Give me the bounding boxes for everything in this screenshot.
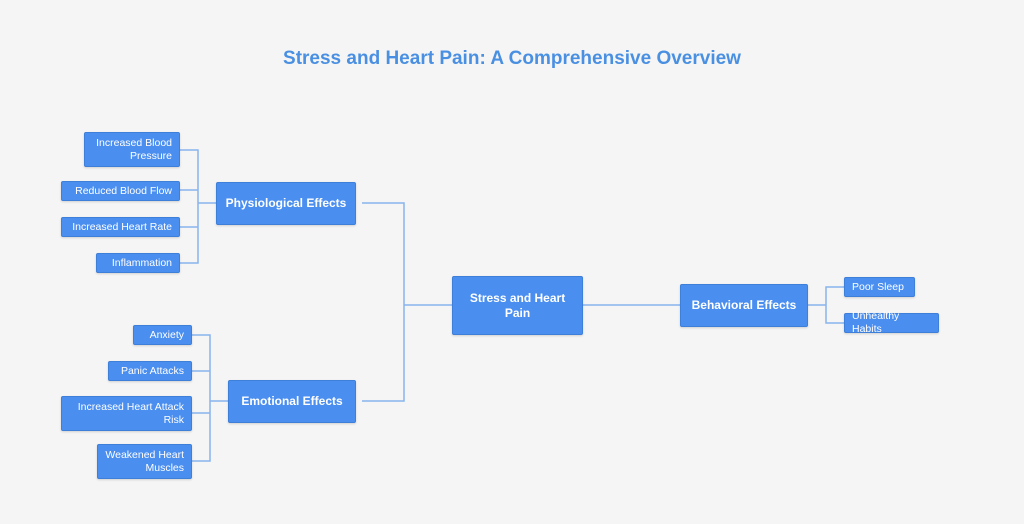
leaf-inflammation: Inflammation — [96, 253, 180, 273]
leaf-increased-heart-rate: Increased Heart Rate — [61, 217, 180, 237]
node-physiological-effects: Physiological Effects — [216, 182, 356, 225]
leaf-panic-attacks: Panic Attacks — [108, 361, 192, 381]
leaf-weakened-heart-muscles: Weakened Heart Muscles — [97, 444, 192, 479]
node-behavioral-effects: Behavioral Effects — [680, 284, 808, 327]
leaf-anxiety: Anxiety — [133, 325, 192, 345]
leaf-reduced-blood-flow: Reduced Blood Flow — [61, 181, 180, 201]
node-emotional-effects: Emotional Effects — [228, 380, 356, 423]
leaf-unhealthy-habits: Unhealthy Habits — [844, 310, 939, 335]
leaf-increased-heart-attack-risk: Increased Heart Attack Risk — [61, 396, 192, 431]
diagram-title: Stress and Heart Pain: A Comprehensive O… — [283, 48, 741, 69]
leaf-increased-blood-pressure: Increased Blood Pressure — [84, 132, 180, 167]
leaf-poor-sleep: Poor Sleep — [844, 277, 915, 297]
node-center-stress-heart-pain: Stress and Heart Pain — [452, 276, 583, 335]
